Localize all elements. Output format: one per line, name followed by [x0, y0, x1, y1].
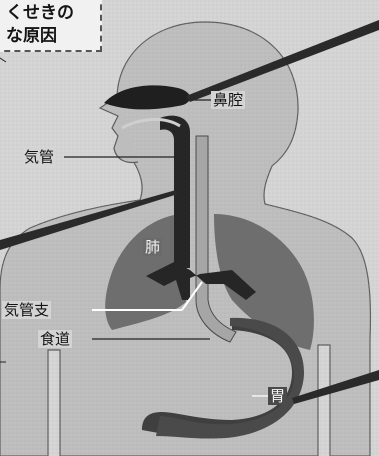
label-stomach: 胃: [268, 387, 287, 405]
caption-line-2: な原因: [6, 25, 100, 48]
label-lung: 肺: [143, 238, 162, 256]
caption-line-1: くせきの: [6, 2, 100, 25]
label-nasal-cavity: 鼻腔: [211, 91, 245, 109]
caption-box: くせきの な原因: [0, 0, 102, 52]
label-bronchi: 気管支: [2, 301, 51, 319]
label-trachea: 気管: [22, 148, 56, 166]
label-esophagus: 食道: [38, 330, 72, 348]
